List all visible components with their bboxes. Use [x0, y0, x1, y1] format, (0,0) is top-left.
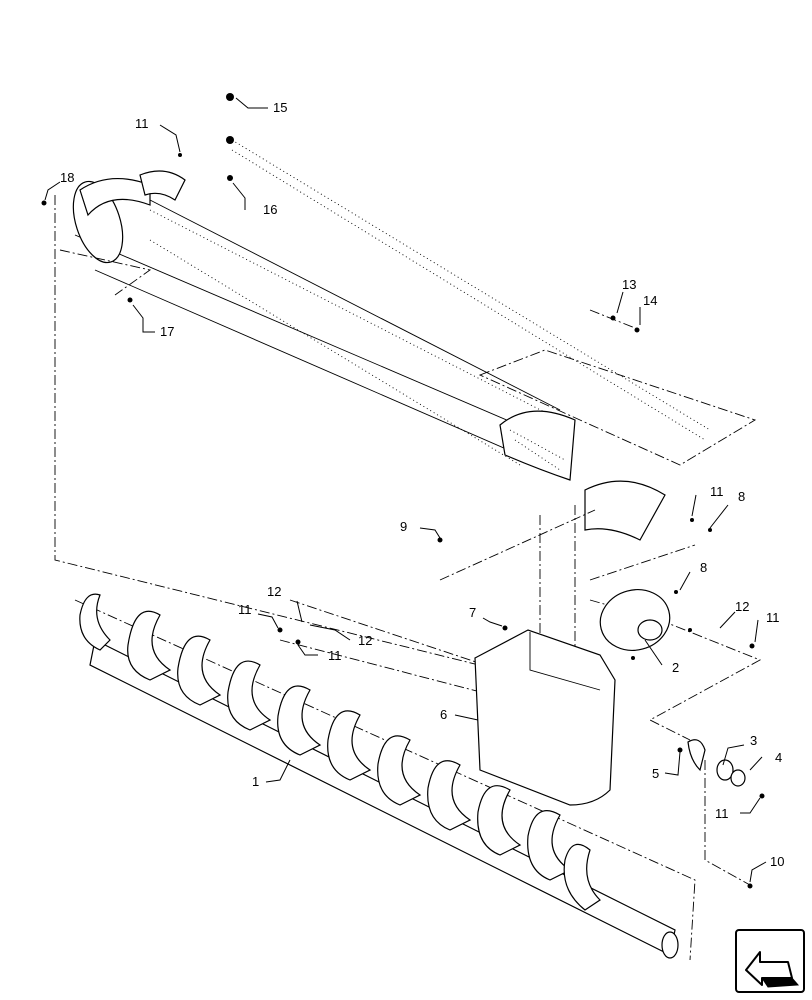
callout-14: 14: [643, 293, 657, 308]
callout-labels: 15 11 18 16 17 13 14 11 8 9 8 12 11 7 12…: [60, 100, 784, 869]
callout-8: 8: [700, 560, 707, 575]
callout-1: 1: [252, 774, 259, 789]
callout-leaders: [44, 97, 767, 883]
callout-6: 6: [440, 707, 447, 722]
auger-flighting: [79, 593, 679, 959]
callout-11: 11: [328, 648, 342, 663]
callout-4: 4: [775, 750, 782, 765]
callout-8: 8: [738, 489, 745, 504]
auger-tube-housing: [72, 170, 566, 466]
callout-10: 10: [770, 854, 784, 869]
callout-11: 11: [715, 806, 729, 821]
tube-end-shroud: [499, 410, 666, 541]
previous-page-arrow-icon[interactable]: [735, 929, 805, 993]
callout-5: 5: [652, 766, 659, 781]
callout-16: 16: [263, 202, 277, 217]
callout-11: 11: [710, 484, 724, 499]
callout-11: 11: [238, 602, 252, 617]
bearing-plate: [599, 589, 671, 651]
callout-12: 12: [267, 584, 281, 599]
callout-18: 18: [60, 170, 74, 185]
callout-13: 13: [622, 277, 636, 292]
callout-12: 12: [735, 599, 749, 614]
callout-2: 2: [672, 660, 679, 675]
hardware-fasteners: [41, 93, 765, 889]
callout-12: 12: [358, 633, 372, 648]
callout-17: 17: [160, 324, 174, 339]
auger-shield: [474, 629, 616, 806]
assembly-lines: [54, 195, 762, 961]
callout-9: 9: [400, 519, 407, 534]
callout-3: 3: [750, 733, 757, 748]
callout-11: 11: [766, 610, 780, 625]
bearing-parts: [687, 739, 746, 787]
callout-7: 7: [469, 605, 476, 620]
callout-11: 11: [135, 116, 149, 131]
callout-15: 15: [273, 100, 287, 115]
tie-rod: [231, 139, 711, 441]
